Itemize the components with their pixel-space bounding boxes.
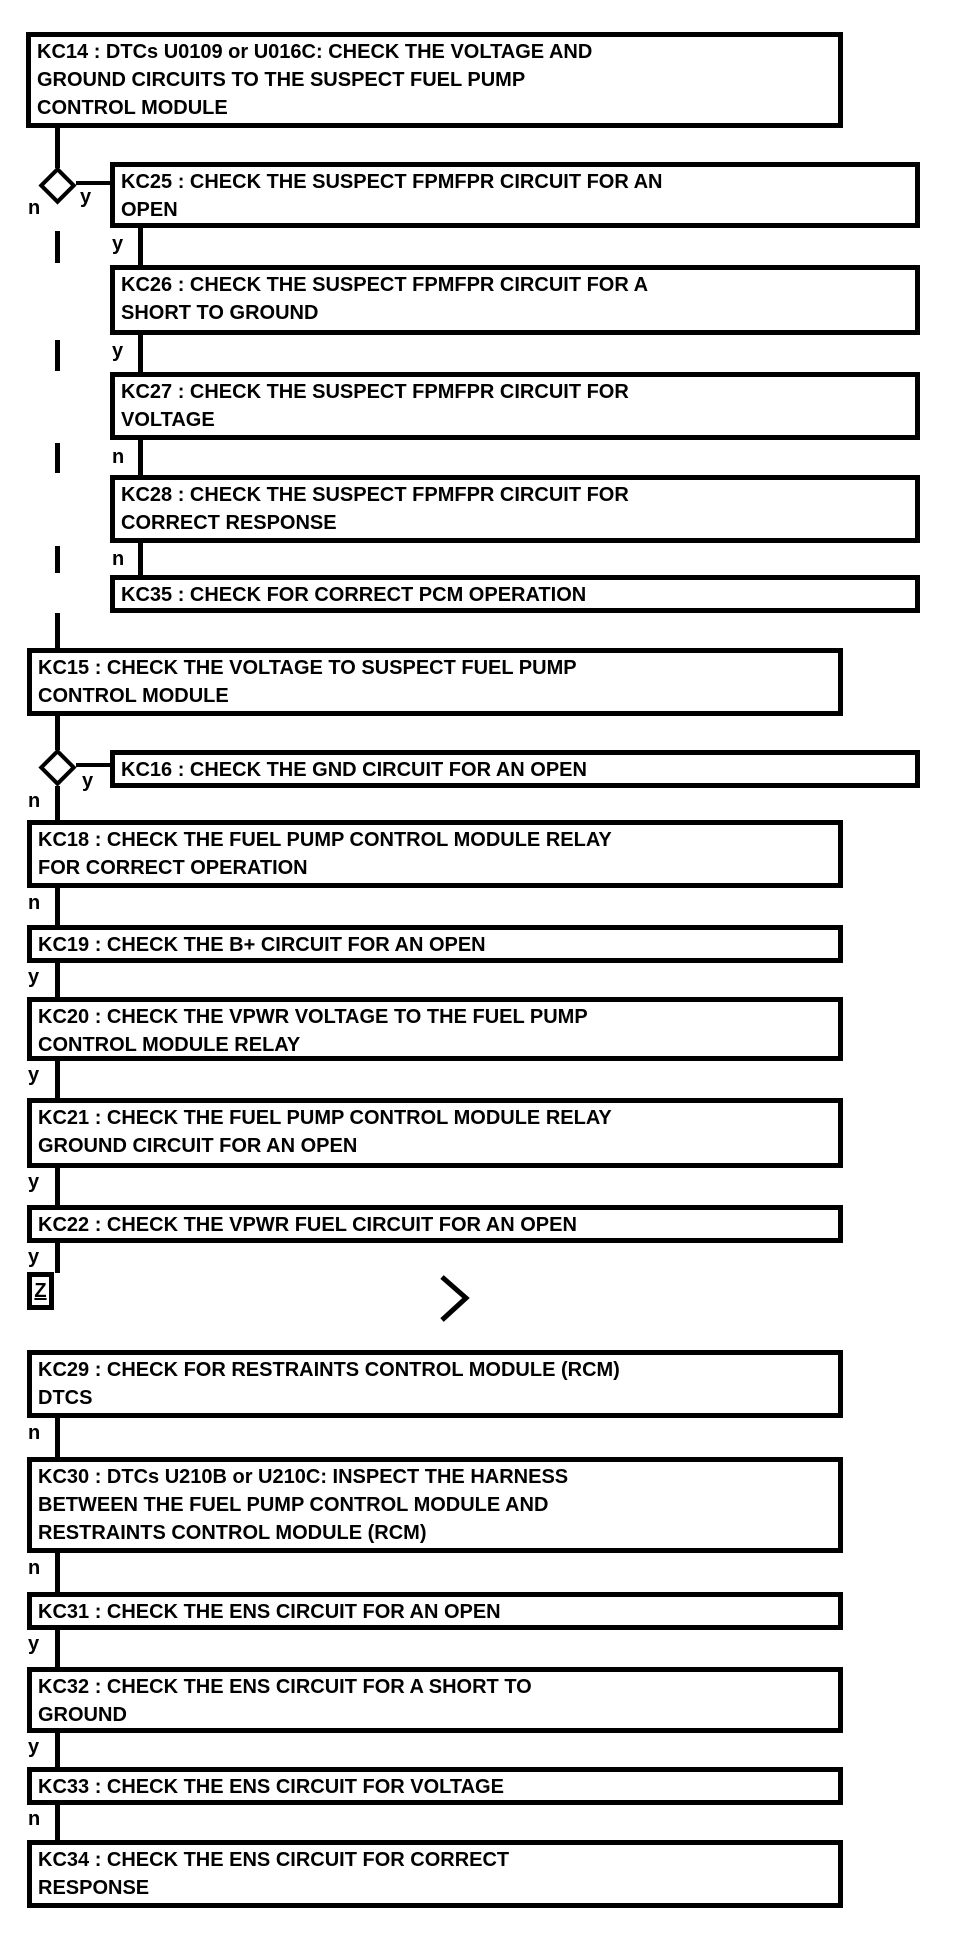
branch-label-kc33: n xyxy=(28,1808,41,1830)
connector-line xyxy=(138,228,143,265)
connector-line xyxy=(138,543,143,575)
flow-node-kc22[interactable]: KC22 : CHECK THE VPWR FUEL CIRCUIT FOR A… xyxy=(27,1205,843,1243)
flow-node-kc25[interactable]: KC25 : CHECK THE SUSPECT FPMFPR CIRCUIT … xyxy=(110,162,920,228)
flow-node-kc16[interactable]: KC16 : CHECK THE GND CIRCUIT FOR AN OPEN xyxy=(110,750,920,788)
connector-line xyxy=(138,440,143,475)
connector-line xyxy=(55,231,60,263)
branch-label-kc25: y xyxy=(112,233,124,255)
connector-line xyxy=(55,1168,60,1205)
branch-label-d1-n: n xyxy=(28,197,41,219)
flow-node-kc29[interactable]: KC29 : CHECK FOR RESTRAINTS CONTROL MODU… xyxy=(27,1350,843,1418)
flow-node-kc33[interactable]: KC33 : CHECK THE ENS CIRCUIT FOR VOLTAGE xyxy=(27,1767,843,1805)
flow-node-kc14[interactable]: KC14 : DTCs U0109 or U016C: CHECK THE VO… xyxy=(26,32,843,128)
connector-line xyxy=(55,1630,60,1667)
flow-node-kc35[interactable]: KC35 : CHECK FOR CORRECT PCM OPERATION xyxy=(110,575,920,613)
connector-line xyxy=(138,335,143,372)
branch-label-kc20: y xyxy=(28,1064,40,1086)
branch-label-kc27: n xyxy=(112,446,125,468)
connector-line xyxy=(55,786,60,820)
branch-label-kc32: y xyxy=(28,1736,40,1758)
branch-label-d2-y: y xyxy=(82,770,94,792)
connector-line xyxy=(55,443,60,473)
connector-line xyxy=(55,716,60,750)
branch-label-kc18: n xyxy=(28,892,41,914)
connector-line xyxy=(76,181,110,185)
offpage-connector-z[interactable]: Z xyxy=(27,1272,54,1310)
branch-label-kc28: n xyxy=(112,548,125,570)
branch-label-kc29: n xyxy=(28,1422,41,1444)
flow-node-kc34[interactable]: KC34 : CHECK THE ENS CIRCUIT FOR CORRECT… xyxy=(27,1840,843,1908)
next-page-chevron-icon xyxy=(440,1275,470,1322)
branch-label-d1-y: y xyxy=(80,186,92,208)
branch-label-kc30: n xyxy=(28,1557,41,1579)
branch-label-kc31: y xyxy=(28,1633,40,1655)
connector-line xyxy=(76,763,110,767)
connector-line xyxy=(55,340,60,371)
flow-node-kc18[interactable]: KC18 : CHECK THE FUEL PUMP CONTROL MODUL… xyxy=(27,820,843,888)
flow-node-kc28[interactable]: KC28 : CHECK THE SUSPECT FPMFPR CIRCUIT … xyxy=(110,475,920,543)
connector-line xyxy=(55,1418,60,1457)
connector-line xyxy=(55,1061,60,1098)
connector-line xyxy=(55,1553,60,1592)
branch-label-kc21: y xyxy=(28,1171,40,1193)
flow-node-kc30[interactable]: KC30 : DTCs U210B or U210C: INSPECT THE … xyxy=(27,1457,843,1553)
connector-line xyxy=(55,128,60,168)
branch-label-kc26: y xyxy=(112,340,124,362)
flow-node-kc20[interactable]: KC20 : CHECK THE VPWR VOLTAGE TO THE FUE… xyxy=(27,997,843,1061)
flow-node-kc27[interactable]: KC27 : CHECK THE SUSPECT FPMFPR CIRCUIT … xyxy=(110,372,920,440)
branch-label-kc19: y xyxy=(28,966,40,988)
connector-line xyxy=(55,613,60,648)
flow-node-kc21[interactable]: KC21 : CHECK THE FUEL PUMP CONTROL MODUL… xyxy=(27,1098,843,1168)
branch-label-d2-n: n xyxy=(28,790,41,812)
connector-line xyxy=(55,1733,60,1767)
flow-node-kc15[interactable]: KC15 : CHECK THE VOLTAGE TO SUSPECT FUEL… xyxy=(27,648,843,716)
flow-node-kc32[interactable]: KC32 : CHECK THE ENS CIRCUIT FOR A SHORT… xyxy=(27,1667,843,1733)
connector-line xyxy=(55,546,60,573)
connector-line xyxy=(55,1805,60,1840)
connector-line xyxy=(55,888,60,925)
decision-diamond-2 xyxy=(38,748,77,787)
flow-node-kc26[interactable]: KC26 : CHECK THE SUSPECT FPMFPR CIRCUIT … xyxy=(110,265,920,335)
decision-diamond-1 xyxy=(38,166,77,205)
branch-label-kc22: y xyxy=(28,1246,40,1268)
flow-node-kc31[interactable]: KC31 : CHECK THE ENS CIRCUIT FOR AN OPEN xyxy=(27,1592,843,1630)
connector-line xyxy=(55,963,60,997)
connector-line xyxy=(55,1243,60,1273)
flow-node-kc19[interactable]: KC19 : CHECK THE B+ CIRCUIT FOR AN OPEN xyxy=(27,925,843,963)
